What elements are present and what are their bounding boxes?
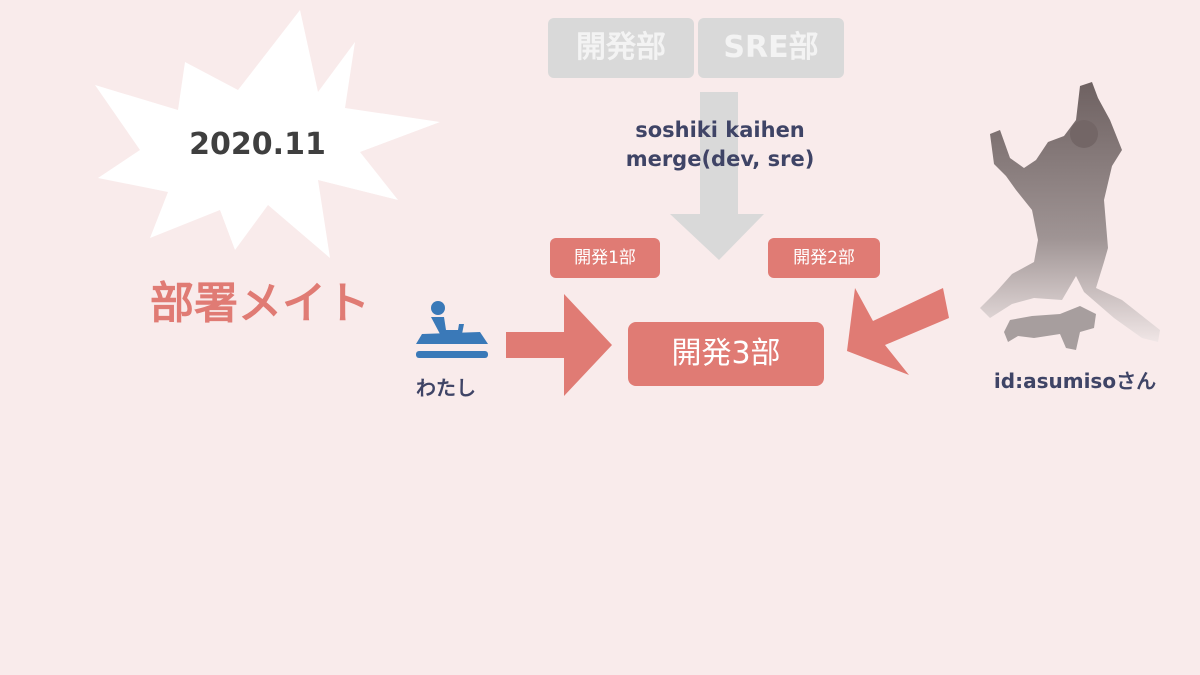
dept-2-badge: 開発2部: [768, 238, 880, 278]
down-left-arrow-icon: [847, 288, 949, 375]
jet-ski-icon: [416, 301, 488, 358]
date-label: 2020.11: [189, 127, 326, 162]
reorg-caption-line1: soshiki kaihen: [635, 118, 805, 142]
old-dept-sre: SRE部: [698, 18, 844, 78]
jumping-person-silhouette: [980, 82, 1160, 350]
starburst-shape: [95, 10, 440, 258]
reorg-caption-line2: merge(dev, sre): [625, 147, 815, 171]
new-dept-box: 開発3部: [628, 322, 824, 386]
colleague-label: id:asumisoさん: [993, 369, 1157, 393]
dept-1-badge: 開発1部: [550, 238, 660, 278]
me-label: わたし: [416, 376, 476, 400]
reorg-caption: soshiki kaihen merge(dev, sre): [590, 116, 850, 174]
down-arrow-icon: [670, 92, 764, 260]
old-dept-dev: 開発部: [548, 18, 694, 78]
right-arrow-icon: [506, 294, 612, 396]
page-title: 部署メイト: [150, 278, 370, 329]
